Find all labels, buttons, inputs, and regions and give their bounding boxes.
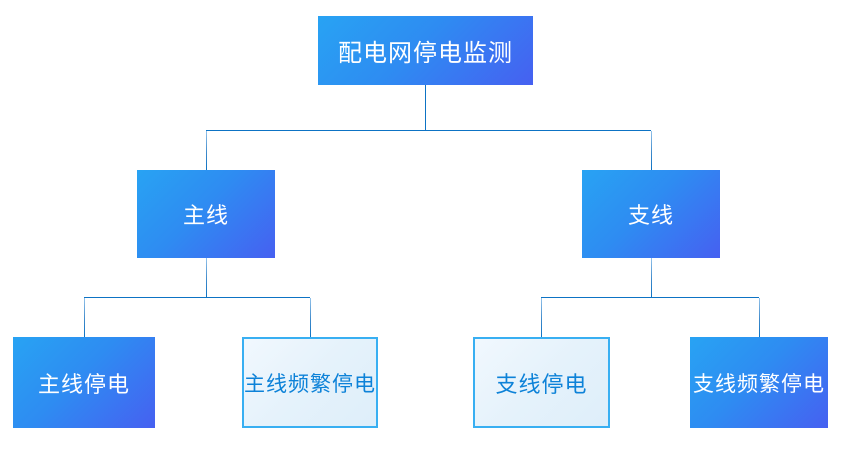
connector-branch-children-horizontal bbox=[541, 297, 759, 298]
node-branch-line-outage[interactable]: 支线停电 bbox=[473, 337, 610, 428]
node-branch-line-frequent-outage[interactable]: 支线频繁停电 bbox=[690, 337, 828, 428]
node-main-line-outage[interactable]: 主线停电 bbox=[13, 337, 155, 428]
node-main-line[interactable]: 主线 bbox=[137, 170, 275, 258]
connector-to-main-frequent-outage bbox=[310, 298, 311, 337]
node-branch-line[interactable]: 支线 bbox=[582, 170, 720, 258]
connector-root-vertical bbox=[425, 85, 426, 130]
connector-to-branch-frequent-outage bbox=[759, 298, 760, 337]
connector-to-branch-line bbox=[651, 131, 652, 170]
connector-level1-horizontal bbox=[206, 130, 651, 131]
connector-to-branch-outage bbox=[541, 298, 542, 337]
connector-branch-line-down bbox=[651, 258, 652, 297]
connector-to-main-line bbox=[206, 131, 207, 170]
connector-main-line-down bbox=[206, 258, 207, 297]
connector-main-children-horizontal bbox=[84, 297, 310, 298]
connector-to-main-outage bbox=[84, 298, 85, 337]
node-main-line-frequent-outage[interactable]: 主线频繁停电 bbox=[242, 337, 378, 428]
node-root-outage-monitoring[interactable]: 配电网停电监测 bbox=[318, 16, 533, 85]
